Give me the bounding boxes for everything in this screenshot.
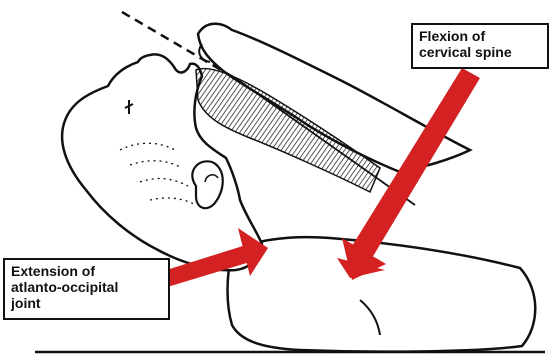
flexion-label: Flexion of cervical spine: [411, 23, 549, 69]
flexion-label-line-2: cervical spine: [419, 44, 541, 60]
extension-label-line-2: atlanto-occipital: [11, 279, 162, 295]
extension-label: Extension of atlanto-occipital joint: [3, 258, 170, 320]
flexion-label-line-1: Flexion of: [419, 28, 541, 44]
extension-label-line-1: Extension of: [11, 263, 162, 279]
pillow: [228, 237, 536, 351]
extension-label-line-3: joint: [11, 295, 162, 311]
